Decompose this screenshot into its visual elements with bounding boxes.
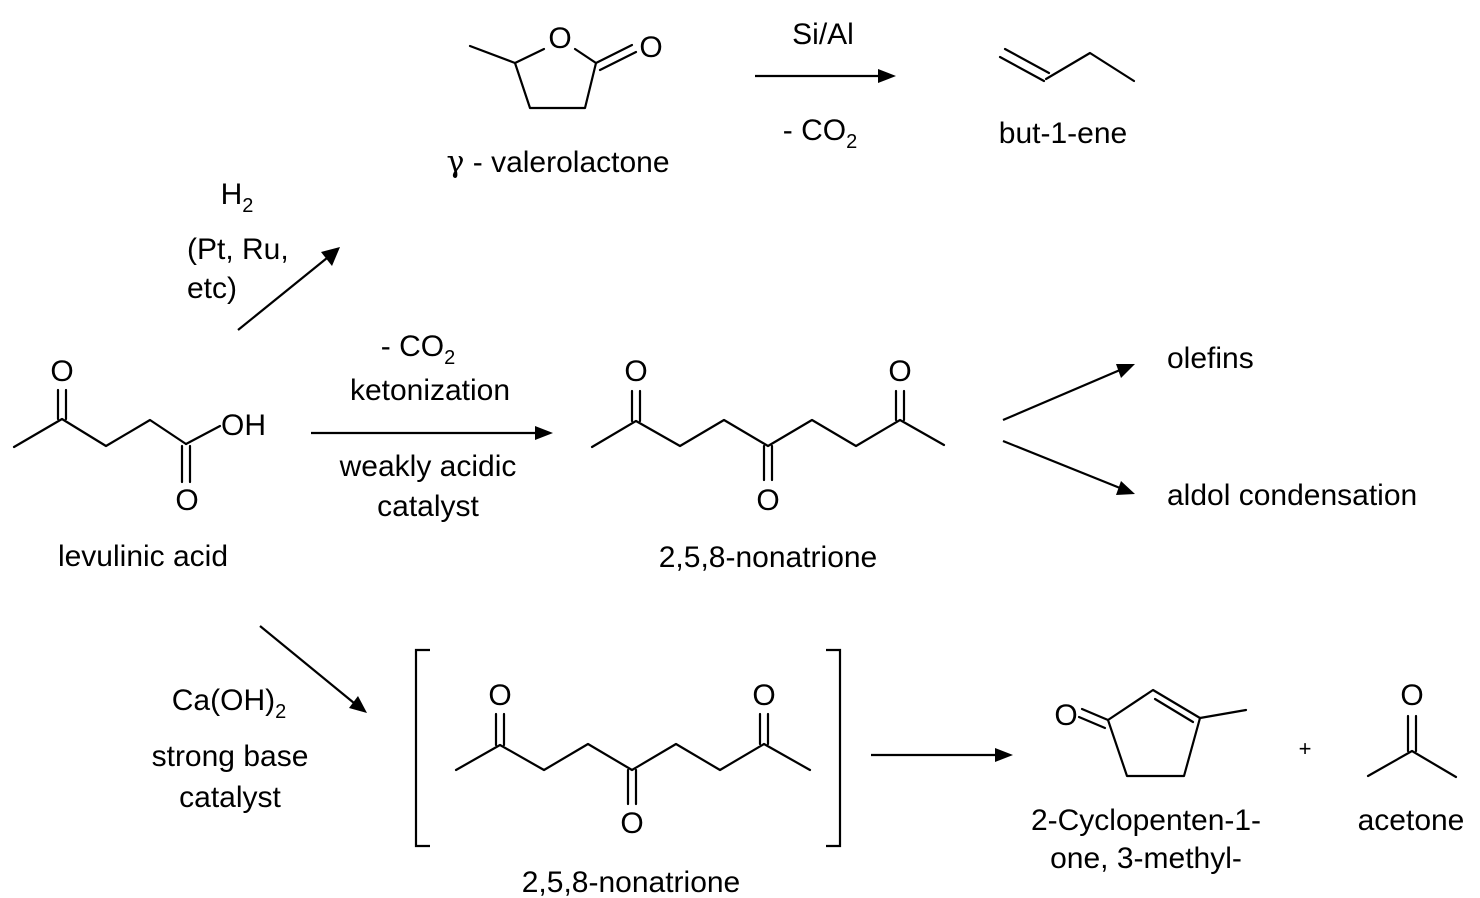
strong-base-label: strong base [152,740,309,773]
arrow-cyclization-head [995,748,1013,762]
gvl-co2-loss-label: - CO2 [783,114,857,153]
acetone-chain-bond [1366,749,1458,779]
acetone-structure: O acetone [1358,679,1465,837]
nonatrione-mid-o3-label: O [888,355,911,388]
cyclopentenone-name-line1: 2-Cyclopenten-1- [1031,804,1261,837]
arrow-hydrogenation [237,247,340,331]
gvl-carbonyl-oxygen-label: O [639,31,662,64]
methylcyclopentenone-structure: O 2-Cyclopenten-1- one, 3-methyl- [1031,688,1261,875]
olefins-label: olefins [1167,342,1254,375]
arrow-to-olefins-head [1116,364,1135,378]
nonatrione-bottom-o3-label: O [752,679,775,712]
aldol-condensation-label: aldol condensation [1167,479,1417,512]
ketonization-co2-loss-label: - CO2 [381,330,455,369]
gvl-carbonyl-double-bond [594,43,634,65]
arrow-to-aldol-head [1116,481,1135,495]
arrow-to-aldol-line [1002,439,1121,490]
nonatrione-bottom-o2-label: O [620,807,643,840]
levulinic-acid-chain-bond [12,417,188,449]
cyclopentenone-ring-bond [1106,688,1202,778]
levulinic-hydroxyl-label: OH [221,409,266,442]
gvl-name: γ - valerolactone [446,145,669,180]
but-1-ene-structure: but-1-ene [998,47,1136,150]
gvl-ring-oxygen-label: O [548,22,571,55]
gamma-symbol: γ [446,145,464,180]
cyclopentenone-methyl-bond [1198,708,1248,720]
acetone-name: acetone [1358,804,1465,837]
arrow-to-olefins [1002,364,1135,422]
butene-chain-bond [1044,51,1136,83]
acetone-oxygen-label: O [1400,679,1423,712]
levulinic-acid-structure: O OH O levulinic acid [12,355,266,573]
arrow-decarboxylation-head [878,69,896,83]
arrow-hydrogenation-line [237,257,328,331]
nonatrione-mid-o2-label: O [756,484,779,517]
hydrogen-reagent-label: H2 [221,178,254,217]
cyclopentenone-name-line2: one, 3-methyl- [1050,842,1242,875]
gvl-methyl-bond [468,44,517,65]
arrow-base-catalysis [259,625,367,713]
left-bracket [414,648,430,848]
decarboxylation-conditions: Si/Al - CO2 [783,18,857,153]
levulinic-acid-name: levulinic acid [58,540,228,573]
nonatrione-mid-chain-bond [590,418,946,449]
weakly-acidic-catalyst-label: catalyst [377,490,479,523]
levulinic-ketone-oxygen-label: O [50,355,73,388]
cyclopentenone-ring-double-bond-inner [1153,697,1195,724]
gvl-carbonyl-double-bond-inner [598,50,638,72]
gamma-valerolactone-structure: O O γ - valerolactone [446,22,669,180]
butene-double-bond [998,55,1046,83]
arrow-base-catalysis-line [259,625,355,704]
si-al-catalyst-label: Si/Al [792,18,854,51]
calcium-hydroxide-label: Ca(OH)2 [172,684,286,723]
gvl-name-text: - valerolactone [464,146,669,179]
arrow-ketonization-head [535,426,553,440]
hydrogenation-conditions: H2 (Pt, Ru, etc) [187,178,289,305]
nonatrione-bottom-o1-label: O [488,679,511,712]
cyclopentenone-carbonyl-double-bond-inner [1077,715,1107,730]
plus-sign: + [1299,736,1312,761]
nonatrione-mid-o1-label: O [624,355,647,388]
nonatrione-bottom-structure: O O O 2,5,8-nonatrione [414,648,842,898]
nonatrione-bottom-name: 2,5,8-nonatrione [522,866,741,898]
but-1-ene-name: but-1-ene [999,117,1127,150]
weakly-acidic-label: weakly acidic [339,450,517,483]
arrow-cyclization [871,748,1013,762]
ketonization-conditions: - CO2 ketonization weakly acidic catalys… [339,330,517,523]
levulinic-acid-c-oh-bond [184,424,222,446]
cyclopentenone-carbonyl-double-bond [1080,707,1110,722]
base-conditions: Ca(OH)2 strong base catalyst [152,684,309,814]
right-bracket [826,648,842,848]
ketonization-label: ketonization [350,374,510,407]
butene-double-bond-inner [1003,47,1051,75]
arrow-hydrogenation-head [321,247,340,266]
arrow-ketonization [311,426,553,440]
hydrogenation-catalyst-line1: (Pt, Ru, [187,233,289,266]
arrow-decarboxylation [755,69,896,83]
arrow-to-aldol [1002,439,1135,495]
arrow-base-catalysis-head [349,696,367,713]
nonatrione-bottom-chain-bond [454,742,812,772]
hydrogenation-catalyst-line2: etc) [187,272,237,305]
nonatrione-middle-structure: O O O 2,5,8-nonatrione [590,355,946,574]
nonatrione-mid-name: 2,5,8-nonatrione [659,541,878,574]
gvl-ring-bond [513,47,598,110]
arrow-to-olefins-line [1002,368,1121,422]
cyclopentenone-oxygen-label: O [1054,699,1077,732]
levulinic-carbonyl-oxygen-label: O [175,484,198,517]
strong-base-catalyst-label: catalyst [179,781,281,814]
